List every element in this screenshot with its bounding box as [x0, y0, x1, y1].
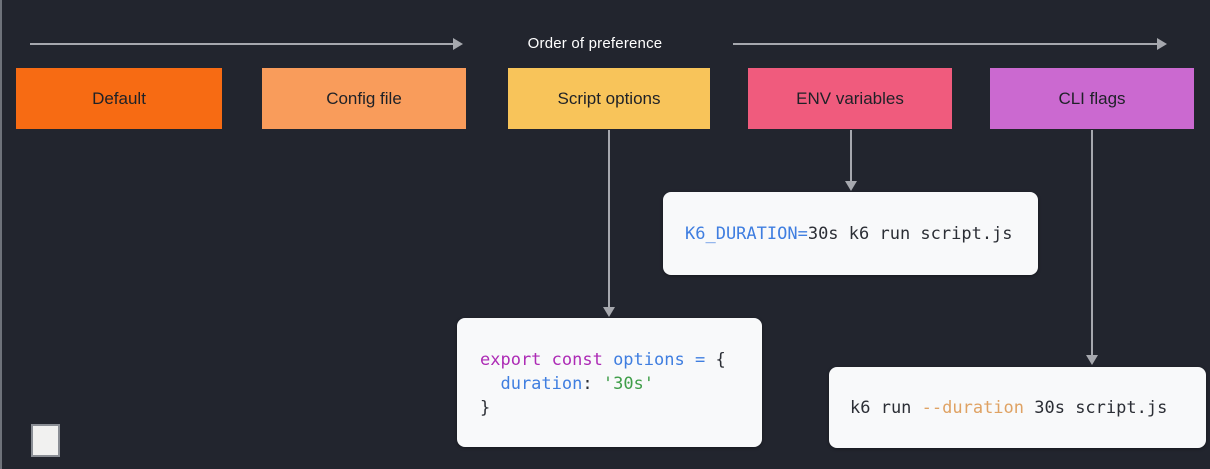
- script-options-connector-line: [608, 130, 610, 307]
- box-env-variables-label: ENV variables: [796, 88, 904, 108]
- order-arrow-right-head-icon: [1157, 38, 1167, 50]
- code-line: k6 run --duration 30s script.js: [850, 396, 1167, 420]
- code-token: --duration: [921, 397, 1025, 418]
- code-token: duration: [480, 374, 583, 394]
- box-default-label: Default: [92, 88, 146, 108]
- order-arrow-right-line: [733, 43, 1158, 45]
- box-cli-flags-label: CLI flags: [1058, 88, 1126, 108]
- env-variables-arrowhead-icon: [845, 181, 857, 191]
- code-token: :: [582, 374, 603, 394]
- code-line: K6_DURATION=30s k6 run script.js: [685, 222, 1013, 246]
- order-of-preference-label: Order of preference: [527, 35, 663, 52]
- env-variables-connector-line: [850, 130, 852, 181]
- code-token: }: [480, 398, 491, 418]
- code-token: {: [715, 350, 726, 370]
- box-default: Default: [16, 68, 222, 129]
- code-token: 30s k6 run script.js: [807, 223, 1013, 244]
- code-line: export const options = {: [480, 348, 762, 372]
- order-arrow-left-line: [30, 43, 454, 45]
- box-script-options-label: Script options: [557, 88, 661, 108]
- box-cli-flags: CLI flags: [990, 68, 1194, 129]
- code-token: 30s script.js: [1024, 397, 1168, 418]
- cli-flags-arrowhead-icon: [1086, 355, 1098, 365]
- code-token: export const: [480, 350, 614, 370]
- env-variables-code-box: K6_DURATION=30s k6 run script.js: [663, 192, 1038, 275]
- code-token: =: [684, 350, 716, 370]
- cli-flags-code-box: k6 run --duration 30s script.js: [829, 367, 1206, 448]
- box-config-file: Config file: [262, 68, 466, 129]
- script-options-arrowhead-icon: [603, 307, 615, 317]
- box-config-file-label: Config file: [326, 88, 402, 108]
- order-arrow-left-head-icon: [453, 38, 463, 50]
- code-token: k6 run: [850, 397, 922, 418]
- box-env-variables: ENV variables: [748, 68, 952, 129]
- code-token: options: [613, 350, 685, 370]
- code-token: '30s': [602, 374, 655, 394]
- code-line: duration: '30s': [480, 372, 762, 396]
- code-line: }: [480, 396, 762, 420]
- canvas-handle-square: [31, 424, 60, 457]
- box-script-options: Script options: [508, 68, 710, 129]
- cli-flags-connector-line: [1091, 130, 1093, 355]
- script-options-code-box: export const options = { duration: '30s'…: [457, 318, 762, 447]
- code-token: K6_DURATION=: [685, 223, 808, 244]
- canvas-left-edge-line: [0, 0, 2, 469]
